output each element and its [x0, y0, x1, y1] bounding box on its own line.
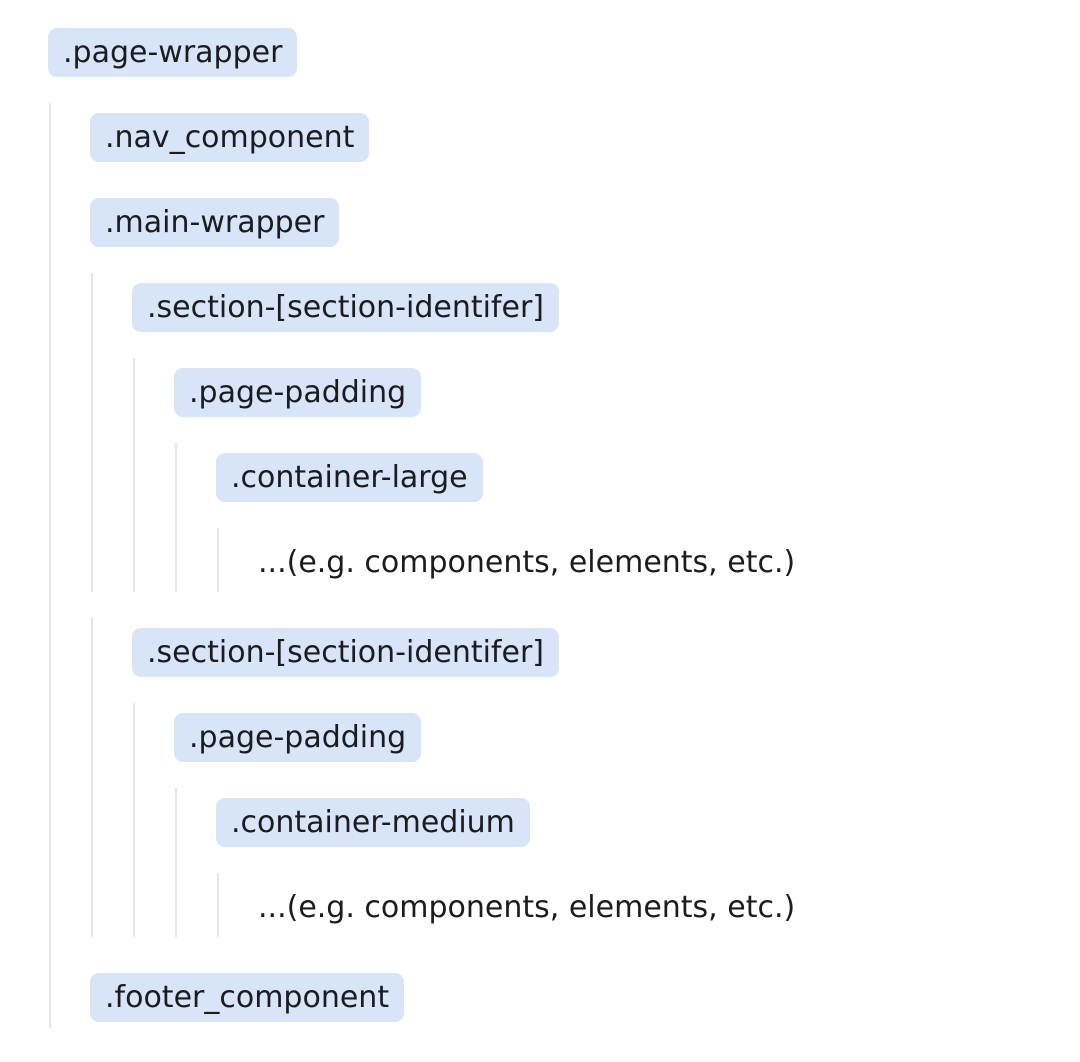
children-of-container-large: ...(e.g. components, elements, etc.): [217, 528, 1080, 592]
children-of-page-padding-1: .container-large ...(e.g. components, el…: [175, 443, 1080, 592]
tree-node-section-1: .section-[section-identifer]: [132, 283, 1080, 332]
class-badge-page-padding-1: .page-padding: [174, 368, 422, 417]
children-of-page-wrapper: .nav_component .main-wrapper .section-[s…: [49, 103, 1080, 1028]
tree-node-page-wrapper: .page-wrapper: [48, 28, 1080, 77]
subtree-section-1: .section-[section-identifer] .page-paddi…: [91, 273, 1080, 592]
children-of-section-2: .page-padding .container-medium ...(e.g.…: [133, 703, 1080, 937]
tree-node-container-large: .container-large: [216, 453, 1080, 502]
class-structure-tree: .page-wrapper .nav_component .main-wrapp…: [48, 28, 1080, 1028]
children-of-container-medium: ...(e.g. components, elements, etc.): [217, 873, 1080, 937]
children-of-section-1: .page-padding .container-large ...(e.g. …: [133, 358, 1080, 592]
class-badge-footer-component: .footer_component: [90, 973, 405, 1022]
tree-node-section-2: .section-[section-identifer]: [132, 628, 1080, 677]
class-badge-container-large: .container-large: [216, 453, 483, 502]
tree-node-main-wrapper: .main-wrapper: [90, 198, 1080, 247]
class-badge-section-1: .section-[section-identifer]: [132, 283, 559, 332]
class-badge-page-padding-2: .page-padding: [174, 713, 422, 762]
class-badge-section-2: .section-[section-identifer]: [132, 628, 559, 677]
tree-node-page-padding-1: .page-padding: [174, 368, 1080, 417]
tree-node-footer-component: .footer_component: [90, 973, 1080, 1022]
class-badge-page-wrapper: .page-wrapper: [48, 28, 298, 77]
children-note-1: ...(e.g. components, elements, etc.): [258, 545, 796, 580]
class-badge-container-medium: .container-medium: [216, 798, 530, 847]
class-badge-nav-component: .nav_component: [90, 113, 370, 162]
tree-node-nav-component: .nav_component: [90, 113, 1080, 162]
subtree-section-2: .section-[section-identifer] .page-paddi…: [91, 618, 1080, 937]
children-of-page-padding-2: .container-medium ...(e.g. components, e…: [175, 788, 1080, 937]
class-badge-main-wrapper: .main-wrapper: [90, 198, 340, 247]
children-note-2: ...(e.g. components, elements, etc.): [258, 890, 796, 925]
tree-node-container-medium: .container-medium: [216, 798, 1080, 847]
tree-node-page-padding-2: .page-padding: [174, 713, 1080, 762]
